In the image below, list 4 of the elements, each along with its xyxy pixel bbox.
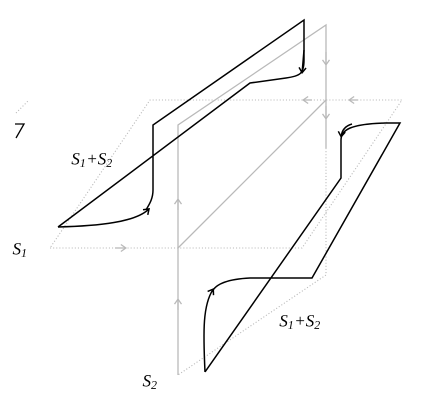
surface-label: S$_{1}$ — [12, 243, 26, 257]
surface-label: S$_{1}$+S$_{2}$ — [72, 153, 112, 167]
surface-label: S$_{1}$+S$_{2}$ — [280, 315, 320, 329]
surface-label: S$_{2}$ — [142, 375, 157, 389]
